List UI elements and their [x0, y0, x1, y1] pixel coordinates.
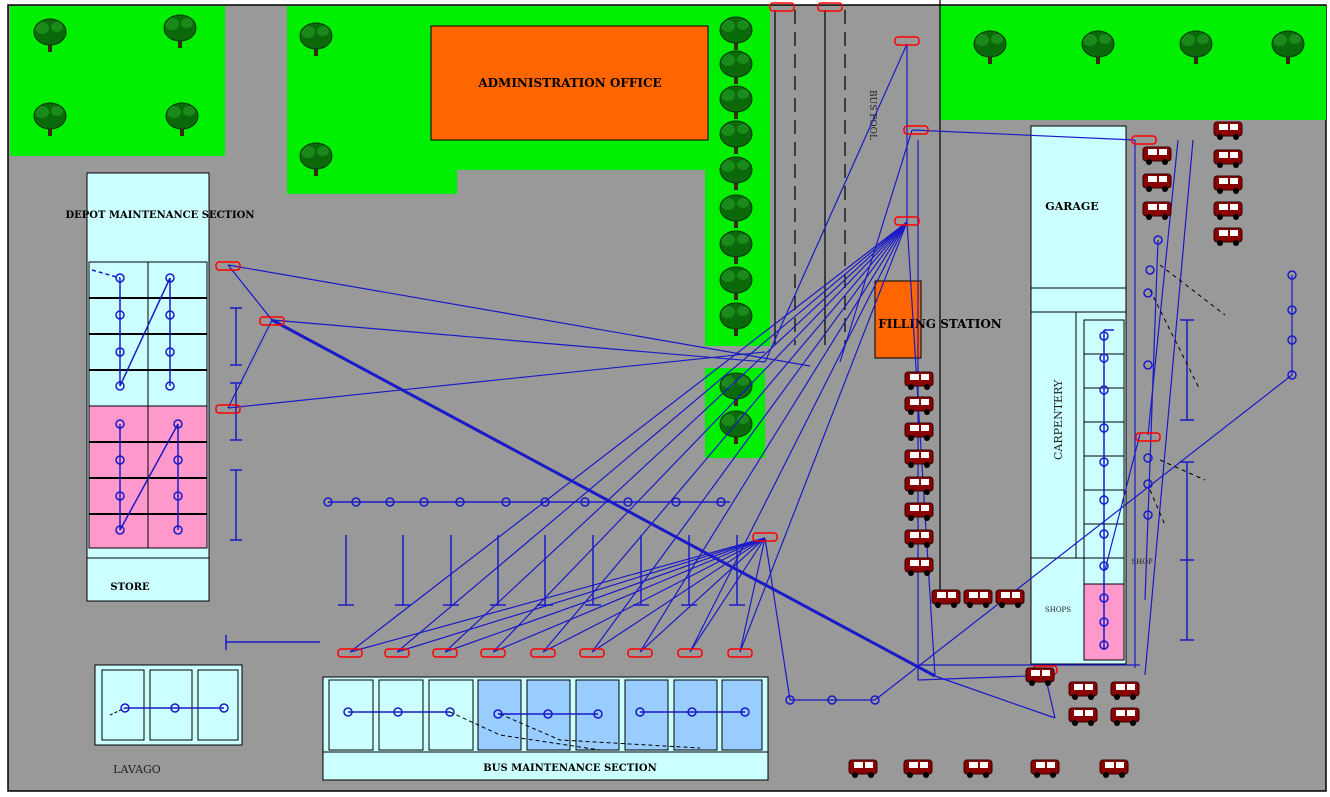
filling-station: FILLING STATION — [874, 280, 1002, 359]
bus-pool-lanes — [774, 0, 941, 590]
depot-maintenance-label: DEPOT MAINTENANCE SECTION — [65, 210, 254, 221]
bus-maintenance-label: BUS MAINTENANCE SECTION — [483, 763, 656, 774]
admin-office-label: ADMINISTRATION OFFICE — [477, 76, 661, 90]
carpentery-label: CARPENTERY — [1052, 379, 1065, 460]
bus-pool-label: BUS POOL — [867, 90, 877, 140]
parking-posts — [225, 307, 1194, 650]
garage-label: GARAGE — [1045, 200, 1098, 213]
administration-office: ADMINISTRATION OFFICE — [430, 25, 709, 141]
bus-maintenance-section: BUS MAINTENANCE SECTION — [322, 676, 769, 781]
garage-block: GARAGE CARPENTERY SHOPS SHOP — [1030, 125, 1153, 665]
lavago: LAVAGO — [94, 664, 243, 776]
route-lines — [227, 43, 1293, 719]
store-label: STORE — [110, 582, 150, 593]
depot-maintenance-section: DEPOT MAINTENANCE SECTION STORE — [65, 172, 255, 602]
dashed-guides — [1149, 264, 1226, 526]
shops-label: SHOPS — [1045, 606, 1071, 614]
lavago-label: LAVAGO — [113, 763, 161, 776]
shop-label: SHOP — [1131, 558, 1153, 566]
filling-station-label: FILLING STATION — [878, 317, 1002, 331]
pole-line — [323, 497, 730, 507]
